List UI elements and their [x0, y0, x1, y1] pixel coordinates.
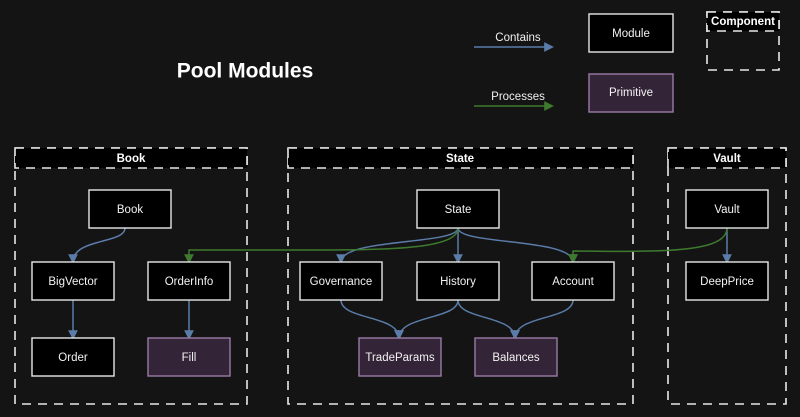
- node-deepprice[interactable]: DeepPrice: [685, 261, 769, 301]
- node-balances-label: Balances: [492, 352, 540, 364]
- legend-processes-label: Processes: [491, 91, 545, 103]
- edge-state-to-governance: [336, 227, 459, 264]
- node-history[interactable]: History: [416, 261, 500, 301]
- node-account[interactable]: Account: [531, 261, 615, 301]
- container-book-title: Book: [117, 153, 146, 165]
- legend-primitive-box: [588, 73, 674, 113]
- page-title: Pool Modules: [177, 60, 314, 83]
- node-bigvector-box[interactable]: [31, 261, 115, 301]
- node-balances-box[interactable]: [474, 337, 558, 377]
- node-account-label: Account: [552, 276, 594, 288]
- legend-edge-contains: Contains: [474, 32, 554, 52]
- container-book-header: [14, 147, 248, 169]
- legend-module-label: Module: [612, 28, 650, 40]
- node-orderinfo[interactable]: OrderInfo: [147, 261, 231, 301]
- node-order-box[interactable]: [31, 337, 115, 377]
- container-book: Book: [14, 147, 248, 405]
- edge-state-to-orderinfo: [184, 227, 459, 264]
- node-balances[interactable]: Balances: [474, 337, 558, 377]
- container-state-title: State: [446, 153, 474, 165]
- node-account-box[interactable]: [531, 261, 615, 301]
- legend-contains-label: Contains: [495, 32, 541, 44]
- node-fill-box[interactable]: [147, 337, 231, 377]
- legend-edge-processes: Processes: [474, 91, 554, 111]
- node-fill[interactable]: Fill: [147, 337, 231, 377]
- node-deepprice-label: DeepPrice: [700, 276, 754, 288]
- node-state-module[interactable]: State: [416, 189, 500, 229]
- node-governance[interactable]: Governance: [299, 261, 383, 301]
- legend-primitive-label: Primitive: [609, 87, 653, 99]
- legend-node-module: Module: [588, 13, 674, 53]
- node-state-module-label: State: [445, 204, 472, 216]
- node-governance-label: Governance: [310, 276, 373, 288]
- container-vault-title: Vault: [713, 153, 741, 165]
- container-vault-frame: [667, 147, 787, 405]
- node-vault-module[interactable]: Vault: [685, 189, 769, 229]
- legend-component-label: Component: [711, 16, 775, 28]
- node-tradeparams-box[interactable]: [358, 337, 442, 377]
- node-governance-box[interactable]: [299, 261, 383, 301]
- node-tradeparams-label: TradeParams: [365, 352, 434, 364]
- node-history-label: History: [440, 276, 476, 288]
- node-bigvector[interactable]: BigVector: [31, 261, 115, 301]
- node-fill-label: Fill: [182, 352, 197, 364]
- node-state-module-box[interactable]: [416, 189, 500, 229]
- node-order[interactable]: Order: [31, 337, 115, 377]
- container-state: State: [287, 147, 634, 405]
- container-vault: Vault: [667, 147, 787, 405]
- legend-module-box: [588, 13, 674, 53]
- node-vault-module-label: Vault: [714, 204, 740, 216]
- edge-vault-to-account: [568, 227, 728, 264]
- edge-account-to-balances: [510, 299, 574, 340]
- node-orderinfo-box[interactable]: [147, 261, 231, 301]
- node-tradeparams[interactable]: TradeParams: [358, 337, 442, 377]
- node-orderinfo-label: OrderInfo: [165, 276, 214, 288]
- legend-component-header: [706, 11, 780, 32]
- container-state-frame: [287, 147, 634, 405]
- edge-history-to-balances: [457, 299, 520, 340]
- node-history-box[interactable]: [416, 261, 500, 301]
- legend-node-primitive: Primitive: [588, 73, 674, 113]
- node-vault-module-box[interactable]: [685, 189, 769, 229]
- container-vault-header: [667, 147, 787, 169]
- node-bigvector-label: BigVector: [48, 276, 97, 288]
- legend-node-component: Component: [706, 11, 780, 71]
- node-deepprice-box[interactable]: [685, 261, 769, 301]
- edge-governance-to-tradeparams: [340, 299, 404, 340]
- node-order-label: Order: [58, 352, 88, 364]
- container-state-header: [287, 147, 634, 169]
- edge-book-to-bigvector: [68, 227, 126, 264]
- edge-state-to-account: [457, 227, 578, 264]
- node-book-module[interactable]: Book: [88, 189, 172, 229]
- node-book-module-box[interactable]: [88, 189, 172, 229]
- node-book-module-label: Book: [117, 204, 143, 216]
- edge-history-to-tradeparams: [394, 299, 459, 340]
